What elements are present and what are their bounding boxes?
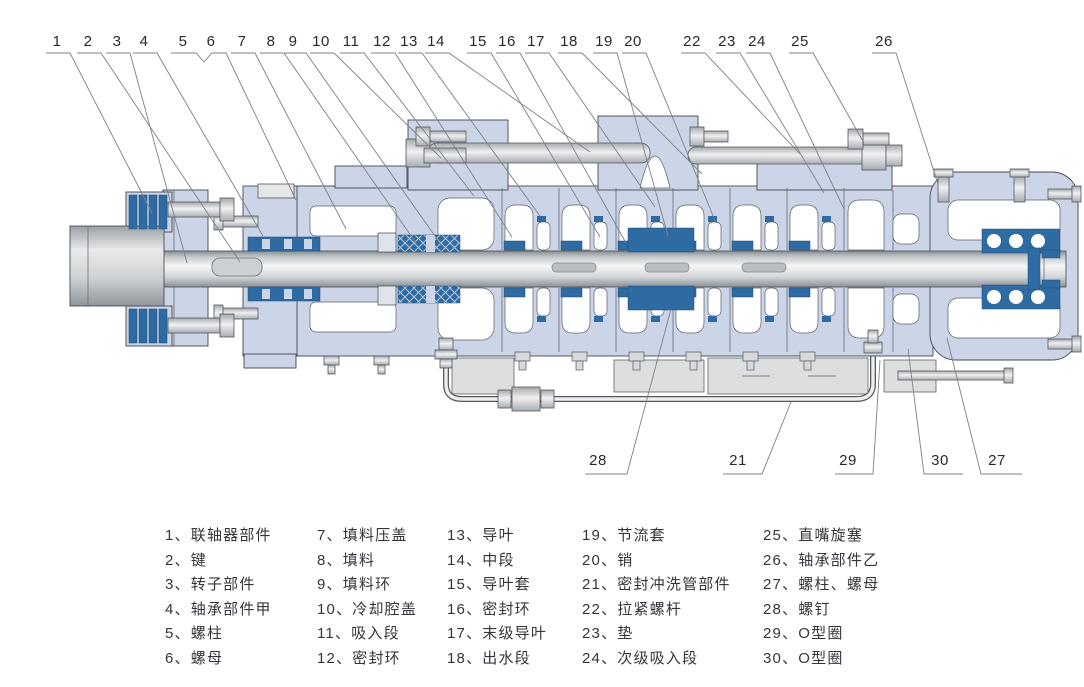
callout-number: 8: [266, 33, 276, 50]
legend-item: 10、冷却腔盖: [317, 600, 418, 618]
callout-number: 15: [469, 33, 487, 50]
bearing-assembly-right: [981, 228, 1061, 310]
legend-item: 20、销: [582, 551, 634, 569]
callout-number: 14: [427, 33, 445, 50]
legend-item: 25、直嘴旋塞: [763, 527, 864, 544]
callout-number: 28: [589, 452, 607, 469]
legend-column-5: 25、直嘴旋塞 26、轴承部件乙 27、螺柱、螺母 28、螺钉 29、O型圈 3…: [763, 524, 879, 672]
callout-number: 17: [527, 33, 545, 50]
callout-leader-lines: [46, 52, 1022, 475]
legend-item: 18、出水段: [447, 649, 531, 667]
legend-item: 6、螺母: [165, 649, 224, 667]
callout-number: 9: [288, 33, 298, 50]
legend-item: 26、轴承部件乙: [763, 551, 880, 569]
legend-item: 12、密封环: [317, 649, 401, 667]
legend-item: 8、填料: [317, 551, 376, 569]
legend-item: 7、填料压盖: [317, 527, 408, 544]
pump-support-feet: [451, 357, 937, 395]
callout-number: 18: [560, 33, 578, 50]
shaft-keyway: [211, 257, 263, 277]
legend-item: 30、O型圈: [763, 649, 844, 667]
legend-item: 2、键: [165, 551, 207, 569]
callout-number: 29: [839, 452, 857, 469]
legend-item: 29、O型圈: [763, 625, 844, 643]
callout-number: 19: [595, 33, 613, 50]
throttle-sleeve: [627, 227, 695, 311]
seal-flush-pipe: [443, 350, 876, 402]
legend-item: 14、中段: [447, 551, 515, 569]
callout-number: 30: [931, 452, 949, 469]
callout-number: 13: [400, 33, 418, 50]
legend-item: 27、螺柱、螺母: [763, 576, 880, 594]
callout-number: 25: [791, 33, 809, 50]
legend-item: 23、垫: [582, 625, 634, 643]
legend-item: 16、密封环: [447, 600, 531, 618]
legend-item: 21、密封冲洗管部件: [582, 576, 731, 594]
coupling-element: [128, 194, 168, 344]
legend-item: 19、节流套: [582, 527, 666, 544]
legend-column-2: 7、填料压盖 8、填料 9、填料环 10、冷却腔盖 11、吸入段 12、密封环: [317, 524, 417, 672]
callout-number: 11: [342, 33, 360, 50]
legend-item: 13、导叶: [447, 527, 515, 544]
callout-number: 10: [312, 33, 330, 50]
fasteners-and-fittings: [167, 126, 1082, 412]
bearing-assembly-left: [247, 236, 321, 302]
callout-number: 26: [875, 33, 893, 50]
callout-number: 6: [206, 33, 216, 50]
callout-number: 21: [729, 452, 747, 469]
legend-column-4: 19、节流套 20、销 21、密封冲洗管部件 22、拉紧螺杆 23、垫 24、次…: [582, 524, 731, 672]
legend-item: 22、拉紧螺杆: [582, 600, 683, 618]
callout-number: 3: [112, 33, 122, 50]
coupling-hub: [69, 225, 165, 307]
tie-rod: [405, 138, 903, 171]
callout-number: 27: [988, 452, 1006, 469]
legend-item: 17、末级导叶: [447, 625, 548, 643]
callout-number: 22: [683, 33, 701, 50]
legend-item: 28、螺钉: [763, 600, 831, 618]
legend-item: 3、转子部件: [165, 576, 256, 594]
callout-number: 2: [83, 33, 93, 50]
legend-item: 9、填料环: [317, 576, 392, 594]
callout-number: 20: [624, 33, 642, 50]
legend-item: 24、次级吸入段: [582, 649, 699, 667]
legend-item: 15、导叶套: [447, 576, 531, 594]
callout-number: 7: [237, 33, 247, 50]
callout-number: 23: [718, 33, 736, 50]
callout-number: 4: [139, 33, 149, 50]
callout-number: 12: [373, 33, 391, 50]
callout-number: 24: [748, 33, 766, 50]
pipe-union: [434, 329, 883, 412]
callout-number: 5: [178, 33, 188, 50]
callout-number: 16: [498, 33, 516, 50]
legend-column-3: 13、导叶 14、中段 15、导叶套 16、密封环 17、末级导叶 18、出水段: [447, 524, 547, 672]
legend-item: 4、轴承部件甲: [165, 600, 272, 618]
legend-item: 5、螺柱: [165, 625, 224, 643]
seals-and-bearings: [128, 194, 1061, 344]
legend-item: 1、联轴器部件: [165, 527, 272, 544]
legend-column-1: 1、联轴器部件 2、键 3、转子部件 4、轴承部件甲 5、螺柱 6、螺母: [165, 524, 272, 672]
rotor-shaft: [69, 225, 1067, 307]
callout-number: 1: [52, 33, 62, 50]
legend-item: 11、吸入段: [317, 625, 400, 643]
